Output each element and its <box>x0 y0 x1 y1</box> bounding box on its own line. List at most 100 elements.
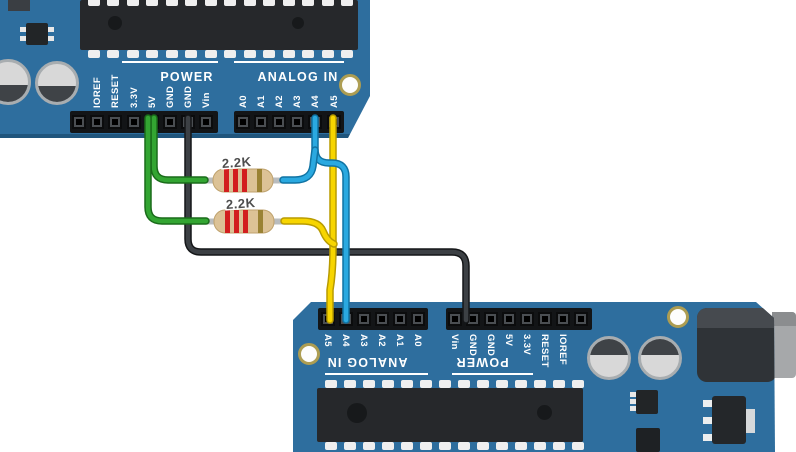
barrel-jack-tip <box>772 312 796 378</box>
chip-leg <box>166 0 178 6</box>
header-pin[interactable] <box>72 115 86 129</box>
chip-leg <box>88 0 100 6</box>
chip-leg <box>88 50 100 58</box>
smd-component <box>20 23 54 45</box>
chip-leg <box>263 0 275 6</box>
chip-leg <box>205 50 217 58</box>
pin-top-a2[interactable] <box>272 115 286 129</box>
chip-leg <box>515 380 527 388</box>
regulator-tab <box>746 409 755 433</box>
smd-leg <box>20 27 26 32</box>
pin-bottom-ioref[interactable] <box>556 312 570 326</box>
chip-dot <box>292 17 304 29</box>
header-pin[interactable] <box>574 312 588 326</box>
pin-label-a0: A0 <box>238 95 249 108</box>
pin-bottom-gnd-2[interactable] <box>484 312 498 326</box>
pin-top-a0[interactable] <box>236 115 250 129</box>
pin-label-gnd-1: GND <box>165 86 176 108</box>
chip-leg <box>363 380 375 388</box>
chip-leg <box>302 50 314 58</box>
chip-leg <box>344 442 356 450</box>
pin-label-a3: A3 <box>292 95 303 108</box>
pin-label-a4: A4 <box>310 95 321 108</box>
mounting-hole <box>298 343 320 365</box>
pin-top-a3[interactable] <box>290 115 304 129</box>
pin-label-a5: A5 <box>329 95 340 108</box>
analog-section-label: ANALOG IN <box>327 355 408 369</box>
smd-leg <box>48 36 54 41</box>
chip-leg <box>107 0 119 6</box>
wire-5v-pullup-1[interactable] <box>150 114 209 184</box>
pin-top-ioref[interactable] <box>90 115 104 129</box>
resistor-band-gold <box>258 210 263 233</box>
pin-top-3v3[interactable] <box>127 115 141 129</box>
pin-label-5v: 5V <box>147 95 158 108</box>
pin-bottom-vin[interactable] <box>448 312 462 326</box>
capacitor <box>638 336 682 380</box>
wire-a5-yellow[interactable] <box>280 114 338 324</box>
resistor-2[interactable]: 2.2K <box>200 193 287 234</box>
pin-label-gnd-1: GND <box>467 334 478 356</box>
pin-bottom-5v[interactable] <box>502 312 516 326</box>
wire-gnd[interactable] <box>184 114 470 324</box>
chip-leg <box>344 380 356 388</box>
chip-leg <box>553 442 565 450</box>
pin-label-a0: A0 <box>412 334 423 347</box>
pin-label-a3: A3 <box>358 334 369 347</box>
chip-leg <box>439 380 451 388</box>
wire-core <box>185 115 469 323</box>
pin-bottom-3v3[interactable] <box>520 312 534 326</box>
chip-leg <box>363 442 375 450</box>
pin-bottom-reset[interactable] <box>538 312 552 326</box>
smd-leg <box>630 406 636 411</box>
arduino-board-top[interactable] <box>0 0 370 138</box>
resistor-band-red <box>225 210 230 233</box>
pin-bottom-a3[interactable] <box>357 312 371 326</box>
chip-leg <box>382 442 394 450</box>
pin-label-gnd-2: GND <box>485 334 496 356</box>
pin-top-vin[interactable] <box>199 115 213 129</box>
pin-label-a1: A1 <box>256 95 267 108</box>
chip-leg <box>496 380 508 388</box>
wire-outline <box>150 114 209 184</box>
pin-top-gnd-1[interactable] <box>163 115 177 129</box>
pin-label-a2: A2 <box>274 95 285 108</box>
pin-label-gnd-2: GND <box>183 86 194 108</box>
pin-label-a2: A2 <box>376 334 387 347</box>
pin-label-a4: A4 <box>340 334 351 347</box>
power-header <box>70 111 218 133</box>
chip-leg <box>341 0 353 6</box>
chip-leg <box>283 0 295 6</box>
resistor-band-red <box>242 169 247 192</box>
mounting-hole <box>339 74 361 96</box>
chip-leg <box>572 380 584 388</box>
chip-leg <box>553 380 565 388</box>
microcontroller-chip <box>317 380 584 450</box>
chip-leg <box>401 380 413 388</box>
chip-leg <box>107 50 119 58</box>
capacitor-marking <box>0 85 28 102</box>
wire-5v-pullup-2[interactable] <box>144 114 210 225</box>
wire-a4-blue[interactable] <box>279 114 350 324</box>
pin-bottom-a1[interactable] <box>393 312 407 326</box>
pin-top-reset[interactable] <box>108 115 122 129</box>
chip-dot <box>347 403 367 423</box>
chip-leg <box>420 380 432 388</box>
chip-leg <box>420 442 432 450</box>
component-pad <box>8 0 30 11</box>
pin-bottom-a2[interactable] <box>375 312 389 326</box>
capacitor <box>0 59 31 105</box>
pin-bottom-a0[interactable] <box>411 312 425 326</box>
chip-leg <box>146 50 158 58</box>
resistor-1[interactable]: 2.2K <box>199 152 286 193</box>
chip-leg <box>477 380 489 388</box>
pin-top-a1[interactable] <box>254 115 268 129</box>
wire-core <box>145 115 209 224</box>
chip-leg <box>205 0 217 6</box>
chip-leg <box>283 50 295 58</box>
chip-dot <box>537 405 552 420</box>
chip-leg <box>341 50 353 58</box>
smd-leg <box>20 36 26 41</box>
chip-leg <box>127 50 139 58</box>
pin-label-a5: A5 <box>322 334 333 347</box>
